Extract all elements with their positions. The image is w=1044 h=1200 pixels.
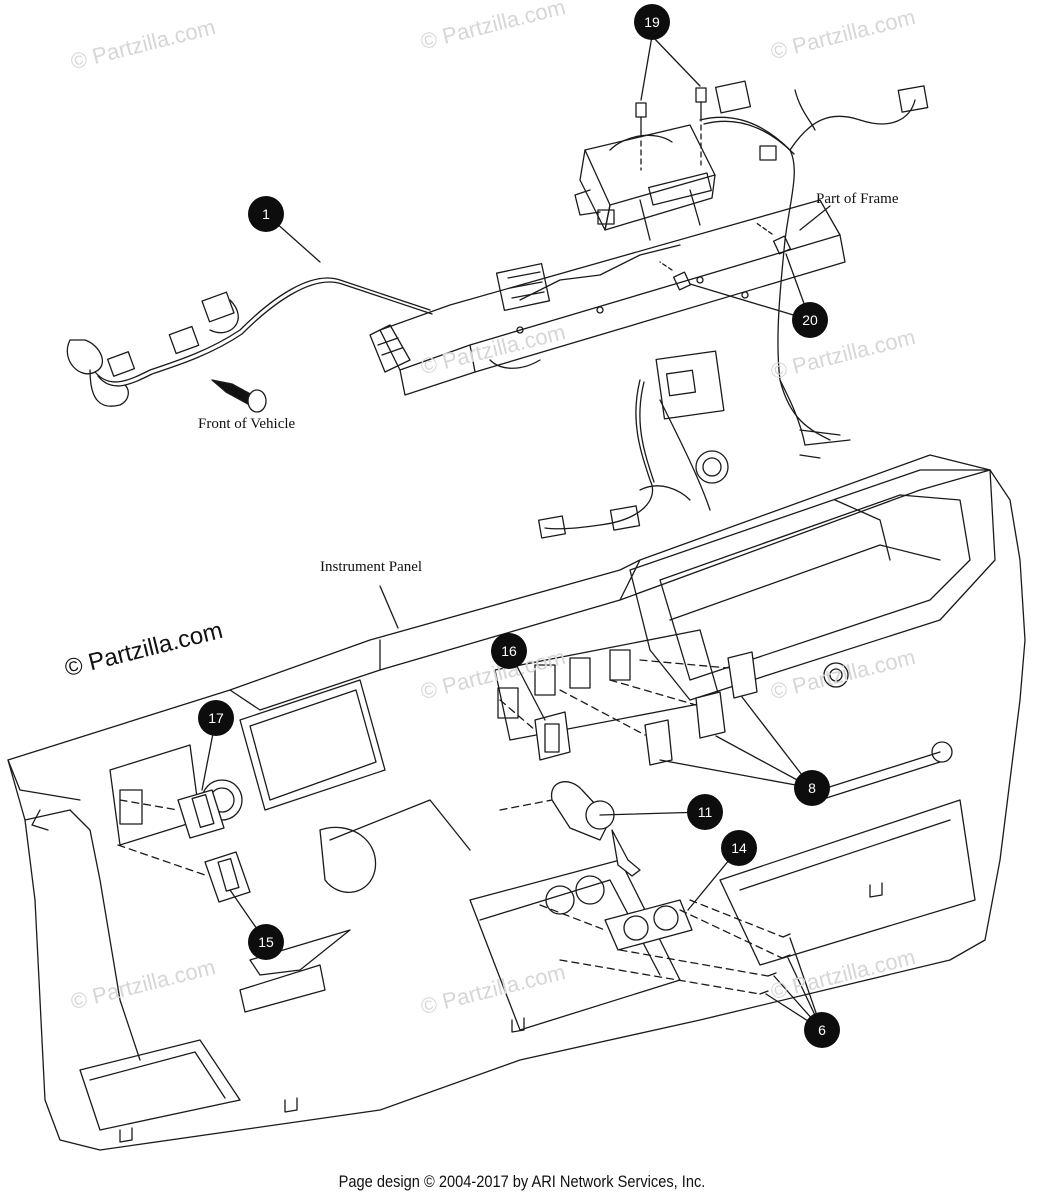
callout-15: 15: [248, 924, 284, 960]
controller-module: [574, 124, 716, 241]
callout-14: 14: [721, 830, 757, 866]
front-of-vehicle-label: Front of Vehicle: [198, 416, 296, 432]
callout-17: 17: [198, 700, 234, 736]
callout-6: 6: [804, 1012, 840, 1048]
callout-19: 19: [634, 4, 670, 40]
callout-16: 16: [491, 633, 527, 669]
callout-11: 11: [687, 794, 723, 830]
front-arrow: [211, 379, 267, 413]
callout-1: 1: [248, 196, 284, 232]
page-footer: Page design © 2004-2017 by ARI Network S…: [338, 1172, 706, 1191]
frame-rail: [369, 199, 846, 420]
install-lines: [117, 659, 784, 995]
callout-8: 8: [794, 770, 830, 806]
instrument-panel-label: Instrument Panel: [320, 559, 423, 575]
switch-parts: [177, 651, 791, 995]
bolts: [635, 87, 792, 291]
part-of-frame-label: Part of Frame: [816, 191, 899, 207]
instrument-panel: [7, 454, 1026, 1151]
wire-harness: [66, 80, 929, 539]
callout-20: 20: [792, 302, 828, 338]
